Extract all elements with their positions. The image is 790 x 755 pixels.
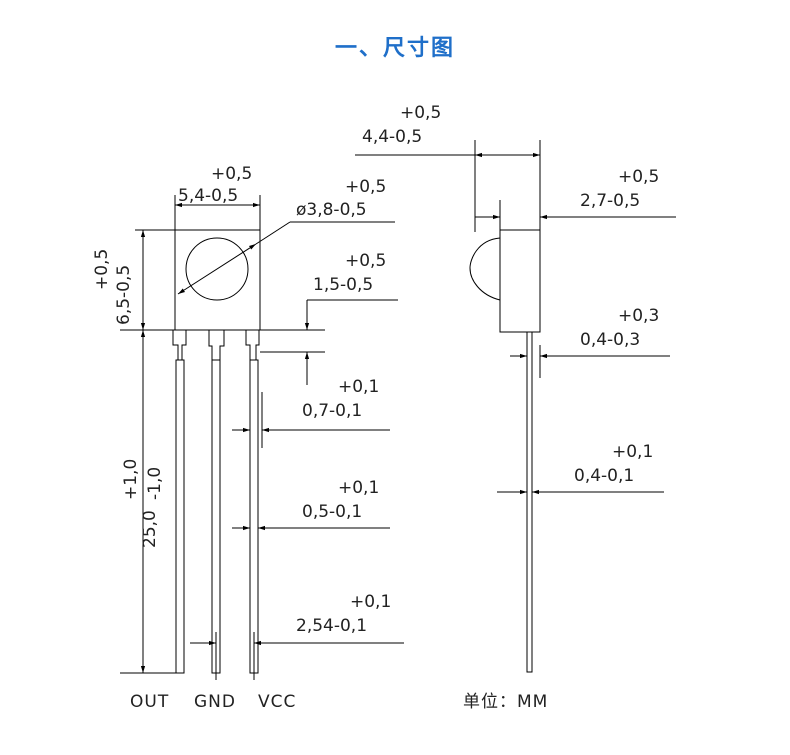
page-title: 一、尺寸图 — [334, 36, 455, 61]
lead-tol-label: +0,3 — [618, 306, 659, 326]
lead-thickness-tol-label: +0,1 — [612, 442, 653, 462]
lead-label: 0,4-0,3 — [580, 330, 640, 350]
side-body — [499, 229, 541, 333]
pin-label-gnd: GND — [194, 692, 236, 712]
pitch-label: 2,54-0,1 — [296, 616, 367, 636]
pin-narrow-tol-label: +0,1 — [338, 478, 379, 498]
lead-tol-down-label: -1,0 — [145, 467, 165, 500]
pin-narrow-label: 0,5-0,1 — [302, 502, 362, 522]
side-lead — [526, 331, 533, 673]
height-tol-label: +0,5 — [92, 249, 112, 290]
height-label: 6,5-0,5 — [114, 265, 134, 325]
lead-tol-up-label: +1,0 — [121, 459, 141, 500]
body-tol-label: +0,5 — [618, 167, 659, 187]
diameter-label: ø3,8-0,5 — [296, 200, 367, 220]
pins — [172, 330, 260, 674]
unit-label: 单位：MM — [463, 692, 548, 712]
pin-vcc — [249, 359, 259, 674]
step-tol-label: +0,5 — [345, 251, 386, 271]
lead-thickness-label: 0,4-0,1 — [574, 466, 634, 486]
lead-length-label: 25,0 — [140, 510, 160, 548]
pin-out — [175, 359, 185, 674]
sensor-body — [174, 229, 261, 331]
pin-width-label: 0,7-0,1 — [302, 401, 362, 421]
front-view: +0,5 5,4-0,5 +0,5 ø3,8-0,5 +0,5 6,5-0,5 … — [92, 164, 404, 712]
pin-gnd — [211, 359, 221, 674]
side-view: +0,5 4,4-0,5 +0,5 2,7-0,5 +0,3 0,4-0,3 +… — [355, 103, 676, 712]
depth-tol-label: +0,5 — [400, 103, 441, 123]
pitch-tol-label: +0,1 — [350, 592, 391, 612]
width-label: 5,4-0,5 — [178, 186, 238, 206]
diameter-tol-label: +0,5 — [345, 177, 386, 197]
pin-width-tol-label: +0,1 — [338, 377, 379, 397]
body-label: 2,7-0,5 — [580, 191, 640, 211]
step-label: 1,5-0,5 — [313, 275, 373, 295]
width-tol-label: +0,5 — [211, 164, 252, 184]
depth-label: 4,4-0,5 — [362, 127, 422, 147]
lens-dome — [469, 237, 501, 301]
pin-label-out: OUT — [130, 692, 169, 712]
pin-label-vcc: VCC — [258, 692, 296, 712]
